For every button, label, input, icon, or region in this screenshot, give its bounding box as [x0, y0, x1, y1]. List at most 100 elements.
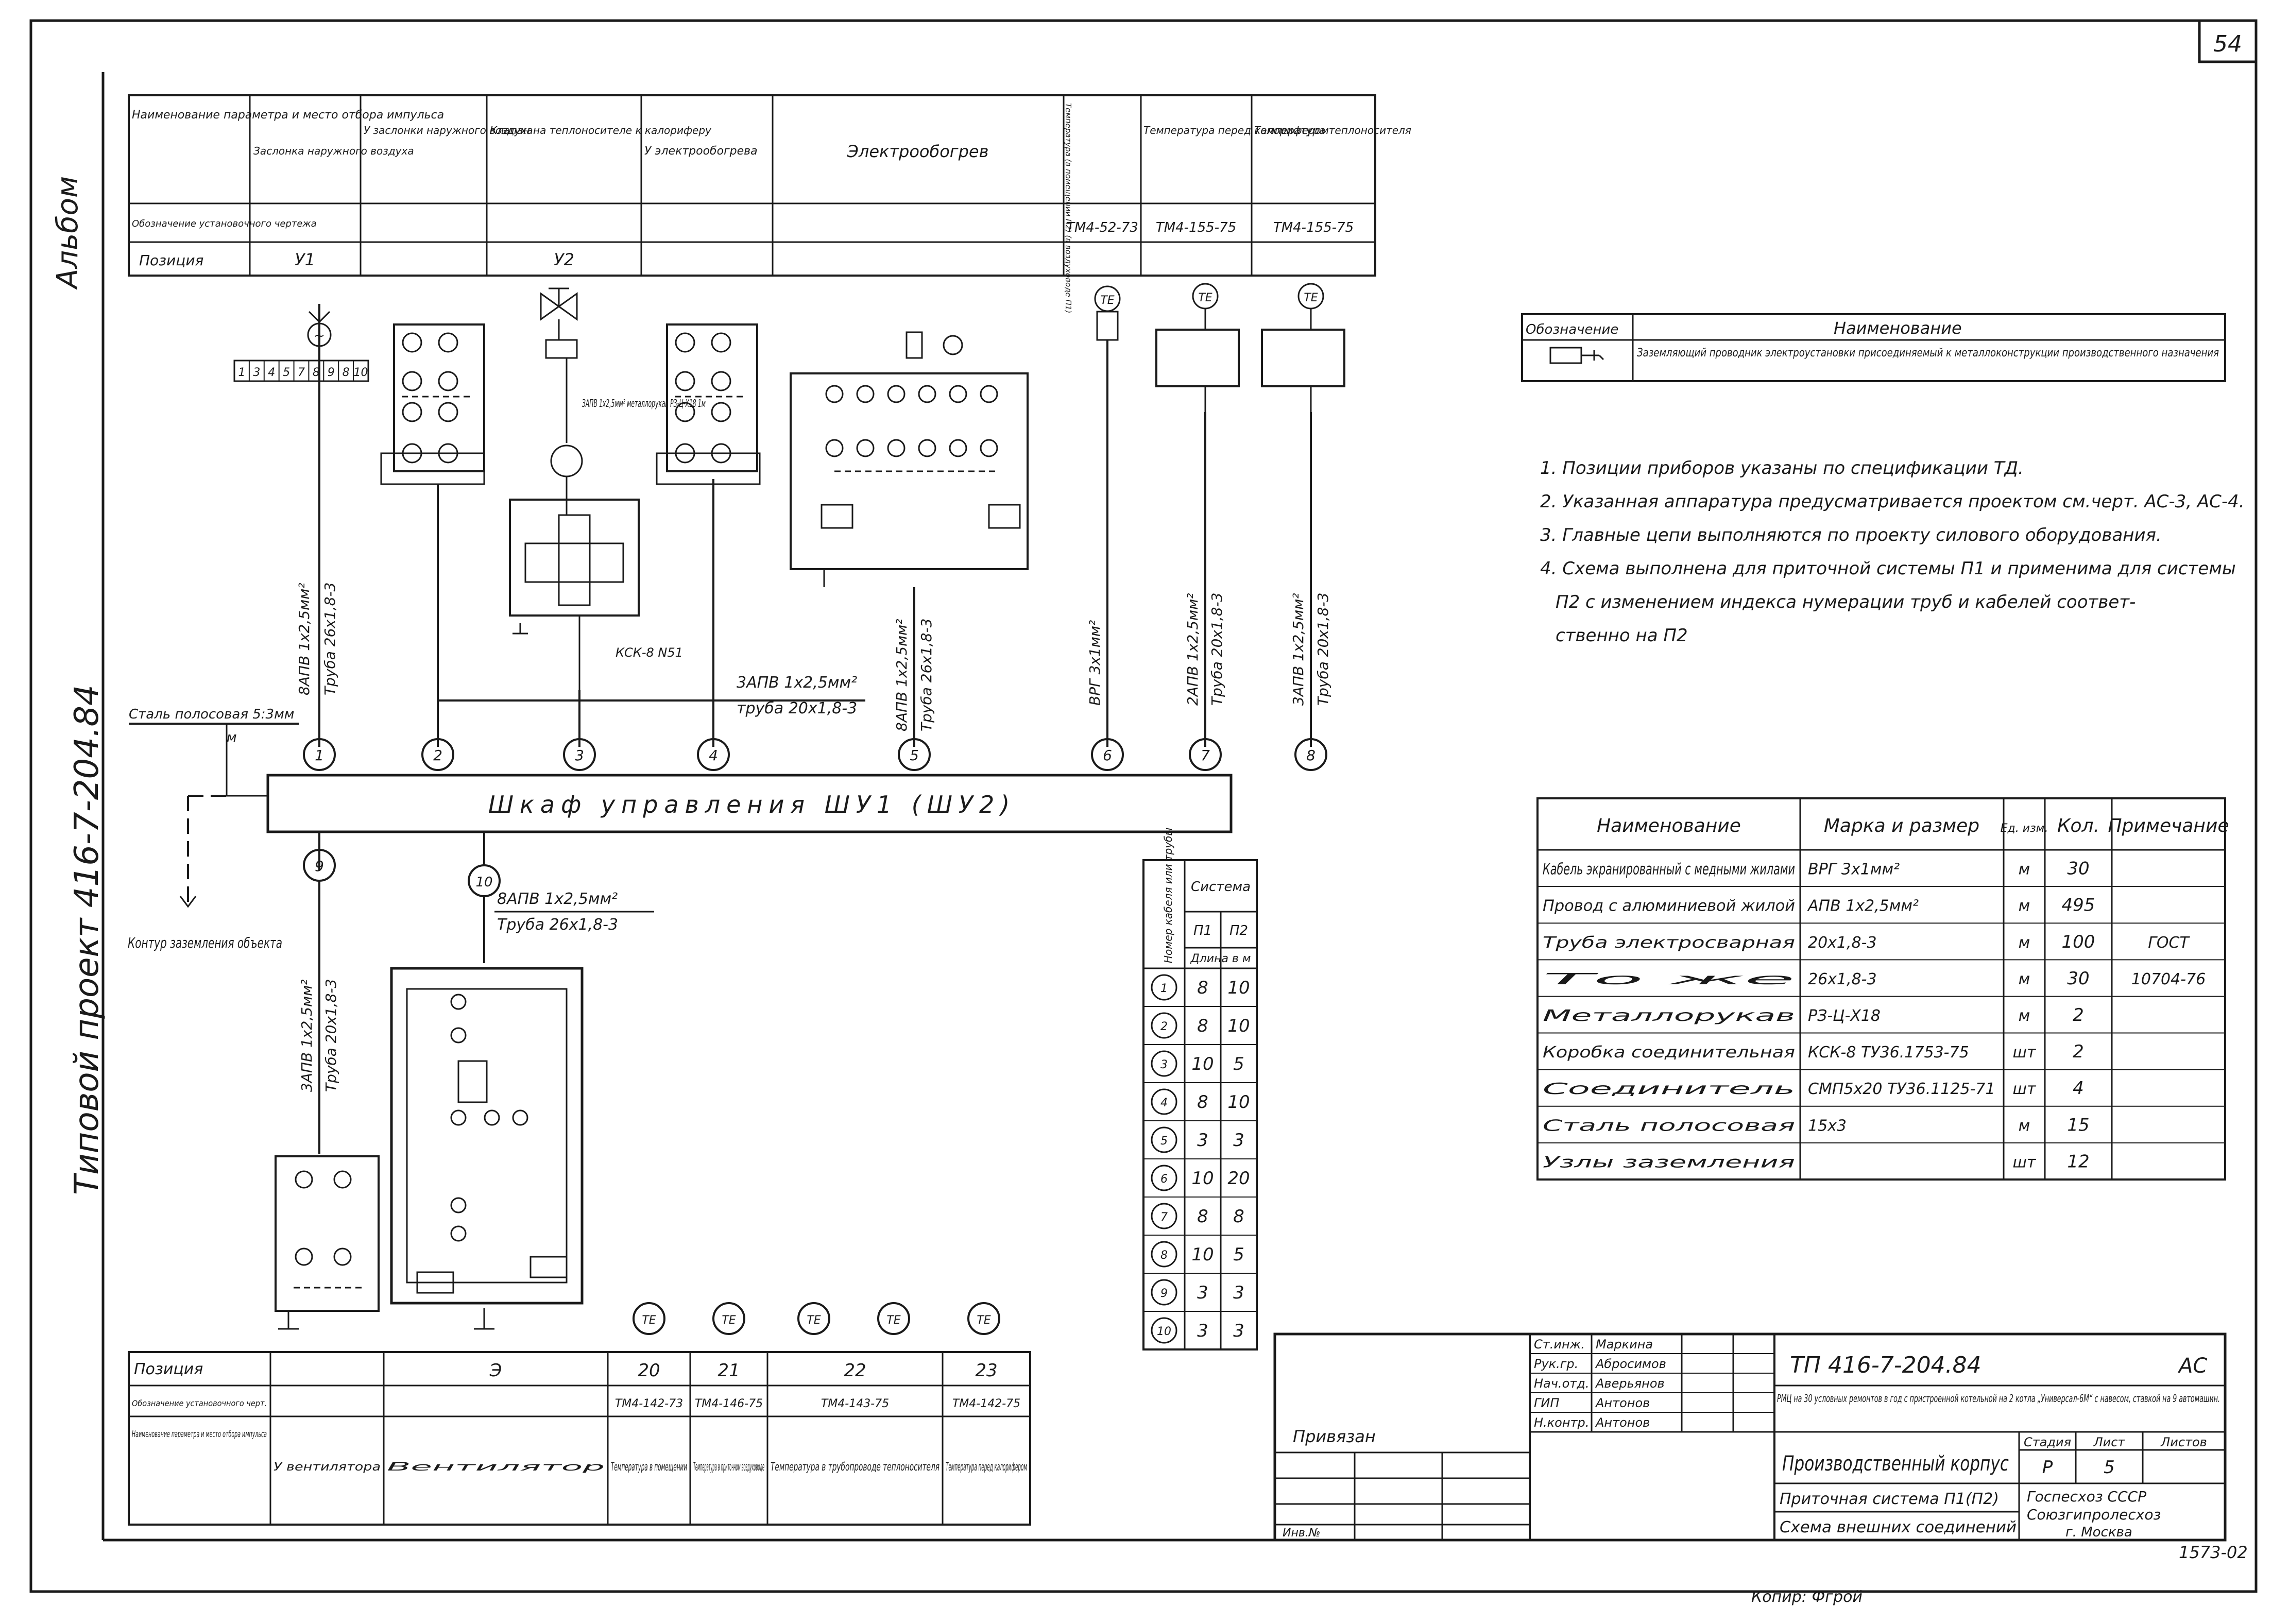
cable-number: 1	[315, 747, 324, 764]
spec-qty: 15	[2067, 1115, 2089, 1135]
top-row-label-position: Позиция	[139, 252, 203, 269]
spec-mark: ВРГ 3х1мм²	[1808, 861, 1900, 879]
length-row-p1: 3	[1197, 1130, 1208, 1151]
top-row-label-param: Наименование параметра и место отбора им…	[132, 109, 444, 122]
spec-unit: шт	[2013, 1080, 2037, 1098]
top-col-header: Температура перед калорифером	[1143, 124, 1329, 136]
cable-number-circle	[421, 738, 454, 771]
instrument-circle	[877, 1302, 910, 1335]
cable-number: 3	[575, 747, 584, 764]
bottom-col-name: Температура в приточном воздуховоде	[693, 1461, 764, 1474]
top-col-position: У2	[554, 250, 574, 269]
spec-qty: 100	[2062, 932, 2095, 952]
length-row-num: 3	[1160, 1058, 1168, 1071]
fan-limit-switch-box	[275, 1155, 380, 1330]
length-row-num: 1	[1160, 982, 1168, 995]
bottom-col-drawing: ТМ4-146-75	[695, 1397, 763, 1410]
instrument-label: ТЕ	[807, 1314, 821, 1327]
spec-mark: 15х3	[1808, 1117, 1847, 1135]
cable-label-1: 8АПВ 1х2,5мм²	[296, 583, 313, 695]
cable-number: 8	[1306, 747, 1316, 764]
strip-unit: м	[227, 730, 237, 745]
note-2: 2. Указанная аппаратура предусматриваетс…	[1540, 491, 2245, 512]
stage-head: Стадия	[2024, 1435, 2071, 1449]
signer-role: Н.контр.	[1534, 1415, 1589, 1430]
cable-number-circle	[1294, 738, 1327, 771]
temp-sensor-1: ТЕ	[1094, 285, 1121, 341]
note-1: 1. Позиции приборов указаны по специфика…	[1540, 458, 2024, 478]
terminal-cell: 9	[328, 366, 335, 379]
spec-name: Узлы заземления	[1543, 1153, 1795, 1171]
instrument-circle	[967, 1302, 1000, 1335]
cable-length-table: Номер кабеля или трубы Система П1 П2 Дли…	[1142, 828, 1258, 1351]
length-row-p2: 3	[1233, 1283, 1244, 1303]
bottom-row-label-param: Наименование параметра и место отбора им…	[132, 1429, 267, 1440]
length-row-p1: 3	[1197, 1283, 1208, 1303]
len-header-len: Длина в м	[1190, 952, 1251, 965]
spec-name: Провод с алюминиевой жилой	[1543, 897, 1795, 915]
org-2: Союзгипролесхоз	[2027, 1506, 2161, 1523]
limit-switch-box-1	[380, 323, 485, 485]
svg-text:~: ~	[314, 328, 325, 344]
cable-label-6: ВРГ 3х1мм²	[1086, 620, 1103, 706]
cable-number: 7	[1201, 747, 1210, 764]
bottom-col-position: 22	[844, 1360, 866, 1381]
instrument-label: ТЕ	[642, 1314, 656, 1327]
length-row-circle	[1151, 1241, 1177, 1268]
spec-mark: РЗ-Ц-Х18	[1808, 1007, 1881, 1025]
legend-item: Заземляющий проводник электроустановки п…	[1637, 347, 2219, 360]
signer-role: Рук.гр.	[1534, 1357, 1578, 1371]
album-label: Альбом	[51, 176, 84, 290]
length-row-p2: 3	[1233, 1130, 1244, 1151]
terminal-cell: 5	[283, 366, 290, 379]
cable-number: 9	[315, 858, 324, 875]
project-side-label: Типовой проект 416-7-204.84	[68, 685, 106, 1195]
spec-name: Коробка соединительная	[1543, 1044, 1795, 1062]
fan-pipe-label: Труба 26х1,8-3	[497, 916, 618, 934]
cable-number-circle	[303, 738, 336, 771]
tray-pipe-label: труба 20х1,8-3	[737, 699, 857, 717]
bottom-row-label-position: Позиция	[134, 1360, 203, 1378]
spec-name: Сталь полосовая	[1543, 1117, 1795, 1135]
length-row-p2: 5	[1233, 1244, 1244, 1265]
signer-name: Абросимов	[1595, 1357, 1666, 1371]
instrument-label: ТЕ	[977, 1314, 990, 1327]
length-row-p2: 10	[1227, 978, 1250, 998]
spec-unit: м	[2019, 934, 2030, 952]
terminal-cell: 7	[298, 366, 305, 379]
instrument-label: ТЕ	[722, 1314, 736, 1327]
pipe-label-9: Труба 20х1,8-3	[322, 979, 339, 1092]
spec-mark: 26х1,8-3	[1808, 970, 1877, 988]
bottom-col-name: Температура перед калорифером	[946, 1461, 1027, 1474]
bottom-col-name: Температура в помещении	[611, 1461, 687, 1474]
spec-unit: м	[2019, 1007, 2030, 1025]
spec-name: Соединитель	[1543, 1080, 1795, 1098]
spec-note: ГОСТ	[2148, 934, 2190, 952]
metal-hose-label: ЗАПВ 1х2,5мм² металлорукав РЗ-Ц-Х18 1м	[582, 397, 706, 409]
fan-control-box	[390, 967, 584, 1330]
length-row-num: 5	[1160, 1135, 1168, 1148]
length-row-circle	[1151, 1126, 1177, 1153]
fan-cable-label: 8АПВ 1х2,5мм²	[497, 890, 618, 908]
spec-qty: 4	[2073, 1078, 2084, 1099]
instrument-circle	[633, 1302, 665, 1335]
spec-header: Наименование	[1597, 815, 1741, 836]
page-number-box	[2198, 19, 2258, 63]
top-row-label-drawing: Обозначение установочного чертежа	[132, 218, 317, 229]
length-row-p2: 10	[1227, 1092, 1250, 1113]
length-row-circle	[1151, 974, 1177, 1001]
spec-unit: м	[2019, 1117, 2030, 1135]
temp-sensor-2: ТЕ	[1155, 283, 1240, 412]
length-row-p1: 10	[1191, 1244, 1214, 1265]
terminal-cell: 4	[268, 366, 275, 379]
length-row-num: 2	[1160, 1020, 1168, 1033]
pipe-label-5: Труба 26х1,8-3	[918, 619, 935, 731]
length-row-num: 7	[1160, 1211, 1168, 1224]
signer-name: Антонов	[1595, 1396, 1650, 1410]
signer-name: Маркина	[1596, 1337, 1653, 1352]
bottom-col-position: 20	[638, 1360, 660, 1381]
notes: 1. Позиции приборов указаны по специфика…	[1540, 458, 2245, 646]
note-4b: П2 с изменением индекса нумерации труб и…	[1556, 592, 2136, 612]
top-col-drawing: ТМ4-155-75	[1273, 220, 1354, 235]
length-row-circle	[1151, 1088, 1177, 1115]
